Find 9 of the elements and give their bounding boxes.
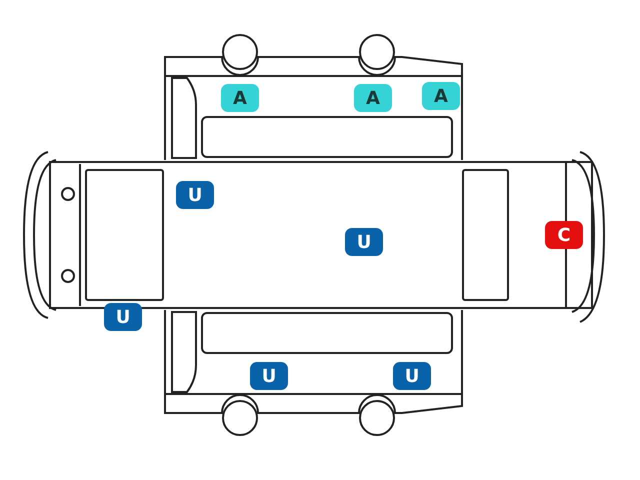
letter-badge: U [104,303,142,331]
letter-badge: U [176,181,214,209]
letter-badge: U [250,362,288,390]
letter-badge: C [545,221,583,249]
letter-badge: U [393,362,431,390]
letter-badge: U [345,228,383,256]
letter-badge: A [422,82,460,110]
letter-badge: A [354,84,392,112]
letter-badge: A [221,84,259,112]
